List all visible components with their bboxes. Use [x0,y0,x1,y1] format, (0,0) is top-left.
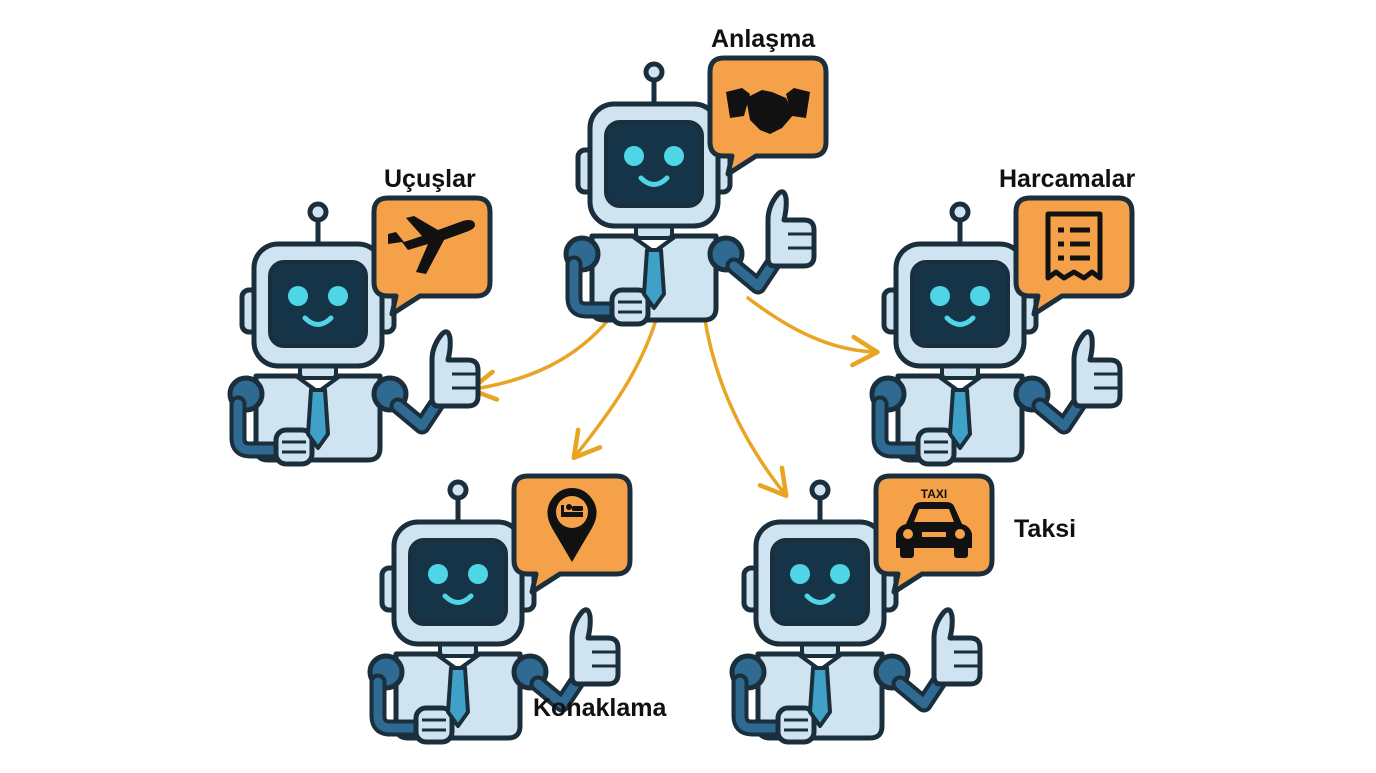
speech-bubble [374,198,490,314]
taxi-sign-text: TAXI [921,487,947,501]
label-expenses: Harcamalar [999,165,1136,193]
airplane-icon [388,216,475,274]
agent-taxi: TAXI [732,476,992,742]
arrow-to-lodging [571,318,658,461]
arrow-to-flights [468,316,612,402]
label-lodging: Konaklama [533,694,667,722]
label-flights: Uçuşlar [384,165,476,193]
agent-deal [566,58,826,324]
label-deal: Anlaşma [711,25,816,53]
speech-bubble [710,58,826,174]
agent-expenses [872,198,1132,464]
label-taxi: Taksi [1014,515,1077,543]
agent-flights [230,198,490,464]
arrow-to-expenses [746,296,880,368]
speech-bubble [514,476,630,592]
taxi-icon: TAXI [896,487,972,558]
speech-bubble [1016,198,1132,314]
delegation-arrows [468,296,880,499]
agent-lodging [370,476,630,742]
hotel-location-icon [547,488,597,562]
receipt-icon [1045,211,1103,281]
arrow-to-taxi [702,312,789,499]
speech-bubble: TAXI [876,476,992,592]
handshake-icon [726,88,810,134]
